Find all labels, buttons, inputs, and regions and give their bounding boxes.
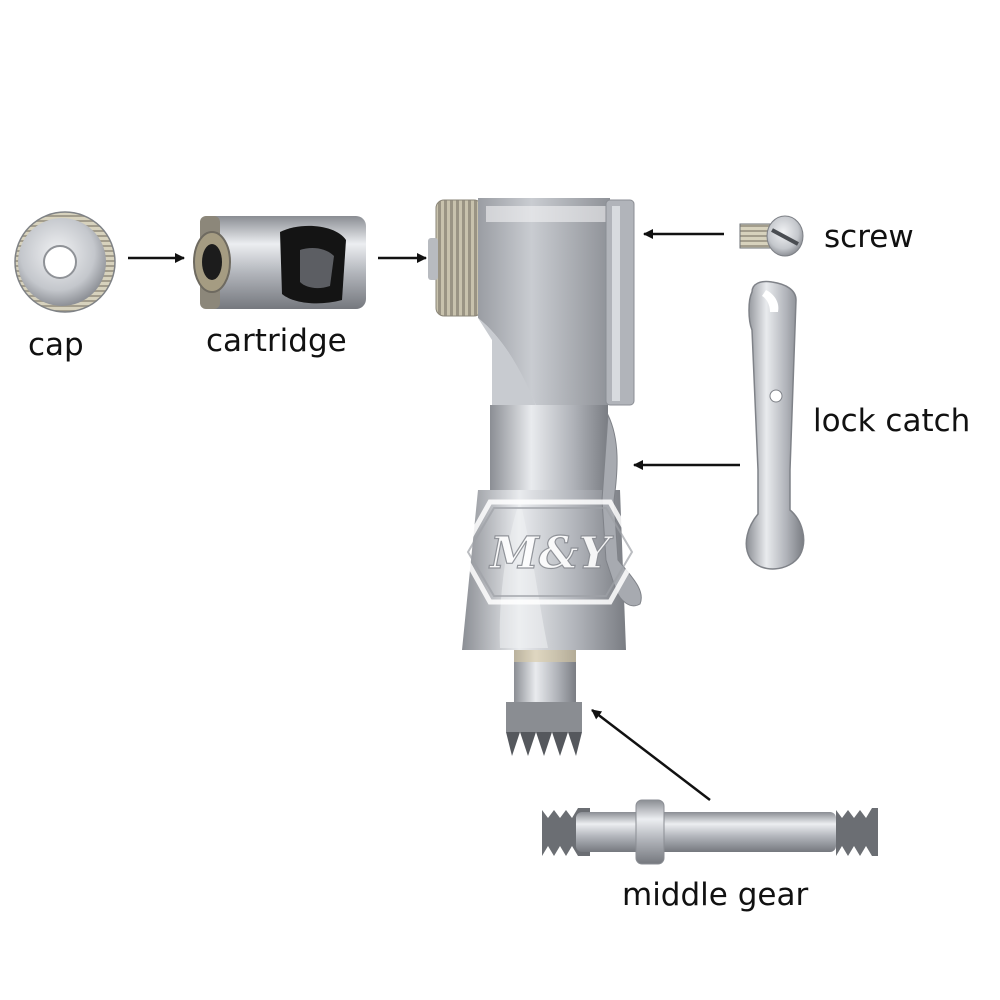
watermark-logo: M&Y — [459, 499, 641, 605]
middle-gear-part — [542, 799, 878, 865]
handpiece-body — [428, 198, 642, 756]
screw-part — [739, 215, 804, 257]
cartridge-part — [193, 216, 366, 309]
arrow-gear-to-shaft — [591, 709, 711, 801]
label-middle-gear: middle gear — [622, 877, 809, 913]
cap-part — [14, 211, 116, 313]
label-lock-catch: lock catch — [813, 403, 971, 439]
label-screw: screw — [824, 219, 914, 255]
label-cartridge: cartridge — [206, 323, 347, 359]
watermark-text: M&Y — [488, 528, 613, 579]
arrows — [128, 229, 740, 801]
lock-catch-part — [745, 280, 805, 570]
label-cap: cap — [28, 327, 84, 363]
